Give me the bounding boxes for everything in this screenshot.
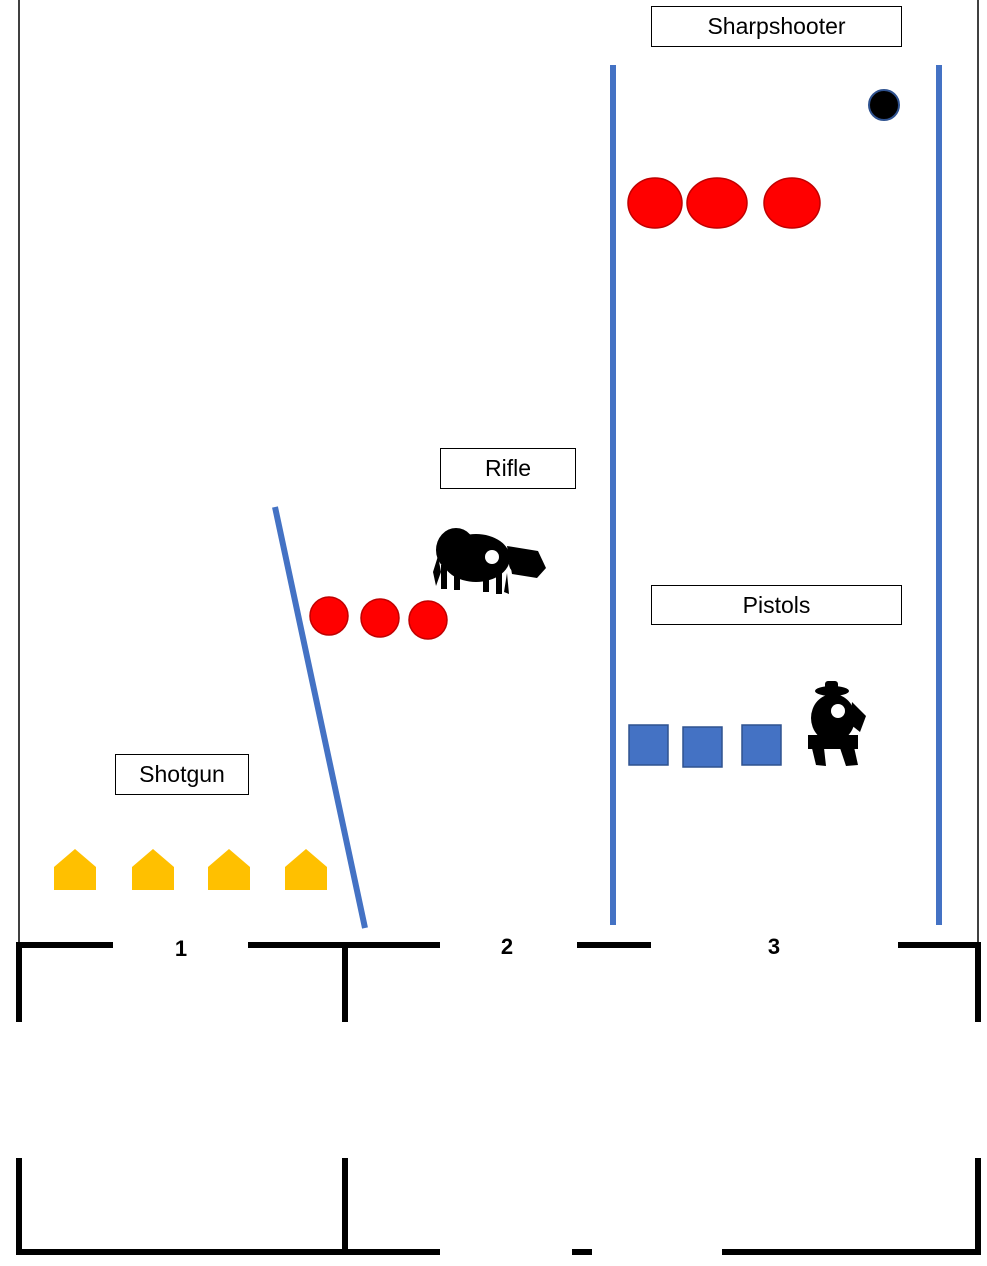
pistol-plate-target — [628, 724, 669, 766]
shotgun-label: Shotgun — [115, 754, 249, 795]
sharpshooter-label: Sharpshooter — [651, 6, 902, 47]
rifle-plate-target — [408, 600, 448, 640]
sharpshooter-plate-target — [686, 177, 748, 229]
shotgun-knockdown-target — [54, 849, 96, 890]
rifle-plate-target — [309, 596, 349, 636]
pistol-plate-target — [682, 726, 723, 768]
shotgun-knockdown-target — [132, 849, 174, 890]
cowboy-silhouette-icon — [808, 681, 866, 766]
position-number-3: 3 — [767, 934, 781, 959]
sharpshooter-targets — [627, 177, 821, 229]
bison-silhouette-icon — [433, 528, 546, 594]
rifle-label: Rifle — [440, 448, 576, 489]
pistol-plate-target — [741, 724, 782, 766]
shotgun-targets — [54, 849, 327, 890]
pistols-label: Pistols — [651, 585, 902, 625]
position-number-2: 2 — [500, 934, 514, 959]
sharpshooter-plate-target — [627, 177, 683, 229]
shotgun-knockdown-target — [208, 849, 250, 890]
loading-area-structure — [16, 942, 981, 1255]
pistol-targets — [628, 724, 782, 768]
position-number-1: 1 — [174, 936, 188, 961]
rifle-targets — [309, 596, 448, 640]
shotgun-knockdown-target — [285, 849, 327, 890]
divider-wall-angled — [272, 506, 368, 929]
sharpshooter-bonus-target — [868, 89, 900, 121]
sharpshooter-plate-target — [763, 177, 821, 229]
rifle-plate-target — [360, 598, 400, 638]
